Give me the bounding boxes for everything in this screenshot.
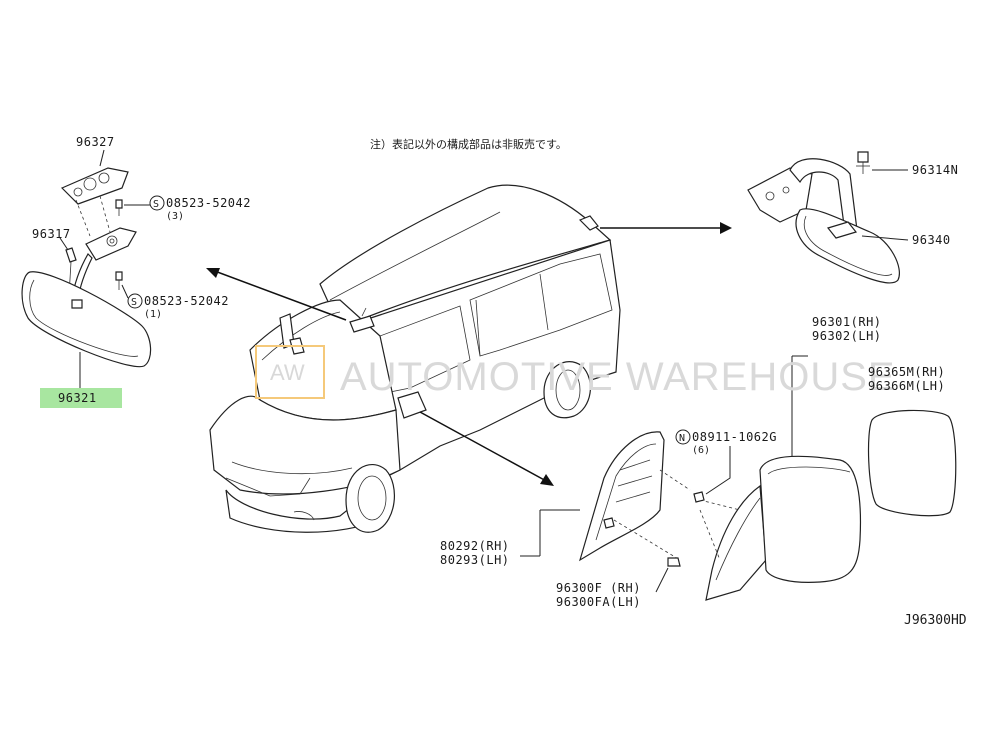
label-08523-52042-a: 08523-52042 — [166, 196, 251, 210]
symbol-s: S — [153, 199, 159, 210]
non-sale-note: 注）表記以外の構成部品は非販売です。 — [370, 137, 567, 151]
door-mirror-cover — [520, 431, 691, 593]
label-08523-52042-b: 08523-52042 — [144, 294, 229, 308]
label-96314n: 96314N — [912, 163, 958, 177]
symbol-n-icon — [675, 429, 691, 445]
label-96340: 96340 — [912, 233, 951, 247]
label-96300f: 96300F (RH) — [556, 581, 641, 595]
label-08523-qty-b: (1) — [144, 309, 162, 320]
part-labels: 注）表記以外の構成部品は非販売です。 96327 S 08523-52042 (… — [32, 135, 967, 628]
callout-arrows — [206, 222, 732, 486]
label-96302: 96302(LH) — [812, 329, 882, 343]
label-96365m: 96365M(RH) — [868, 365, 945, 379]
rearview-mirror-assembly — [21, 149, 152, 390]
label-08911-qty: (6) — [692, 445, 710, 456]
watermark-logo: AW — [270, 360, 305, 385]
symbol-s-b: S — [131, 297, 137, 308]
symbol-s-icon-b — [127, 293, 143, 309]
label-96317: 96317 — [32, 227, 71, 241]
label-96301: 96301(RH) — [812, 315, 882, 329]
door-mirror-assembly — [693, 355, 862, 601]
label-08523-qty-a: (3) — [166, 211, 184, 222]
watermark-text: AUTOMOTIVE WAREHOUSE — [340, 355, 896, 399]
mirror-glass — [867, 409, 957, 517]
symbol-n: N — [679, 433, 685, 444]
label-96321: 96321 — [58, 391, 97, 405]
diagram-code: J96300HD — [904, 613, 967, 628]
label-96366m: 96366M(LH) — [868, 379, 945, 393]
label-96300fa: 96300FA(LH) — [556, 595, 641, 609]
inner-mirror-assembly-rh — [747, 151, 909, 284]
watermark: AW AUTOMOTIVE WAREHOUSE — [255, 345, 896, 399]
label-80292: 80292(RH) — [440, 539, 510, 553]
label-80293: 80293(LH) — [440, 553, 510, 567]
label-96327: 96327 — [76, 135, 115, 149]
van-illustration — [209, 184, 621, 533]
symbol-s-icon — [149, 195, 165, 211]
highlight-96321 — [40, 388, 122, 408]
label-08911-1062g: 08911-1062G — [692, 430, 777, 444]
